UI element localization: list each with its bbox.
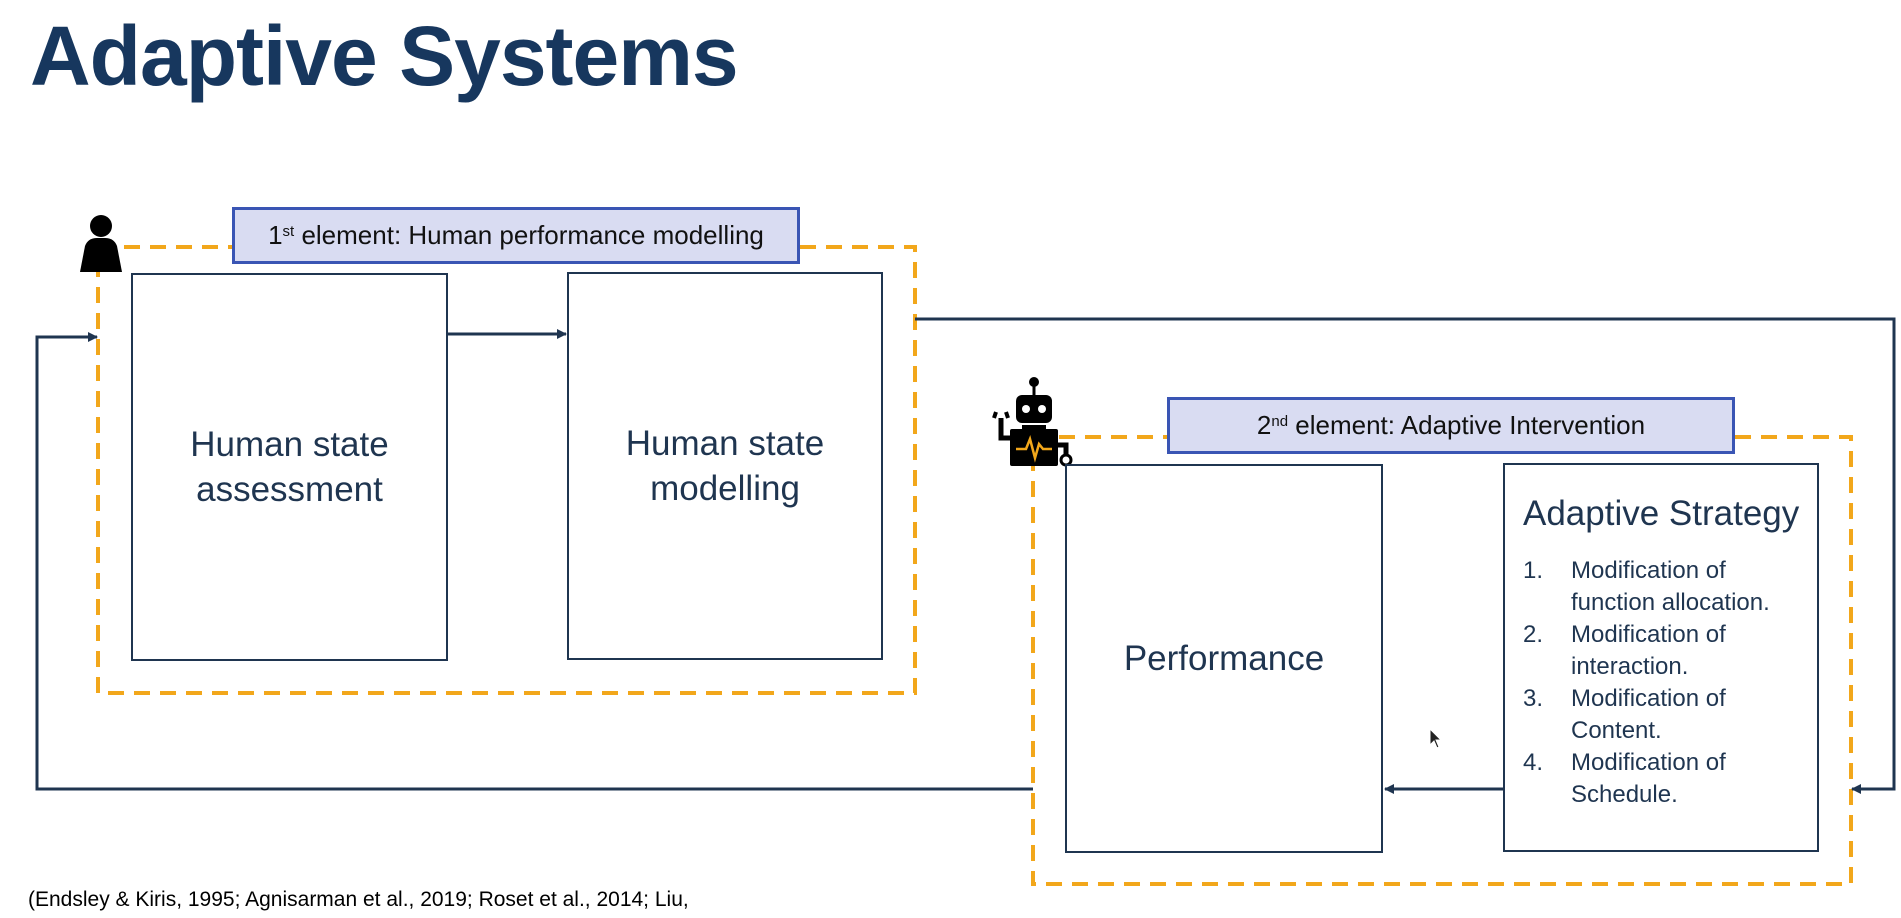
list-item-number: 1. [1523,557,1544,584]
list-item-text: Modification of interaction. [1571,621,1726,680]
list-item-text: Modification of Schedule. [1571,749,1726,808]
list-item-text: Modification of function allocation. [1571,557,1770,616]
person-icon [80,215,122,272]
list-item: 4. Modification of Schedule. [1523,747,1817,811]
adaptive-strategy-box: Adaptive Strategy 1. Modification of func… [1503,463,1819,852]
mouse-cursor-icon [1429,727,1443,749]
list-item-number: 3. [1523,685,1544,712]
list-item: 2. Modification of interaction. [1523,619,1817,683]
adaptive-strategy-title: Adaptive Strategy [1523,494,1800,533]
robot-icon [992,377,1073,467]
list-item-number: 2. [1523,621,1544,648]
human-state-modelling-label: Human state modelling [625,424,825,508]
citation: (Endsley & Kiris, 1995; Agnisarman et al… [28,888,689,911]
group-1-dashed-border [96,245,917,695]
element-2-text: element: Adaptive Intervention [1288,410,1646,440]
list-item-number: 4. [1523,749,1544,776]
element-2-ordinal: 2 [1256,410,1272,440]
arrow-performance-to-assessment [35,332,1033,791]
list-item-text: Modification of Content. [1571,685,1726,744]
page-title: Adaptive Systems [30,9,739,103]
list-item: 3. Modification of Content. [1523,683,1817,747]
human-state-assessment-box: Human state assessment [131,273,448,661]
arrow-modelling-to-strategy [915,317,1896,794]
adaptive-strategy-list: 1. Modification of function allocation. 2… [1523,555,1817,811]
performance-box: Performance [1065,464,1383,853]
element-2-ordinal-suffix: nd [1271,413,1289,430]
element-1-ordinal-suffix: st [282,223,295,240]
list-item: 1. Modification of function allocation. [1523,555,1817,619]
group-2-dashed-border [1031,435,1853,886]
human-state-assessment-label: Human state assessment [190,425,389,509]
performance-label: Performance [1123,639,1325,678]
element-1-text: element: Human performance modelling [294,220,764,250]
element-1-ordinal: 1 [268,220,283,250]
human-state-modelling-box: Human state modelling [567,272,883,660]
